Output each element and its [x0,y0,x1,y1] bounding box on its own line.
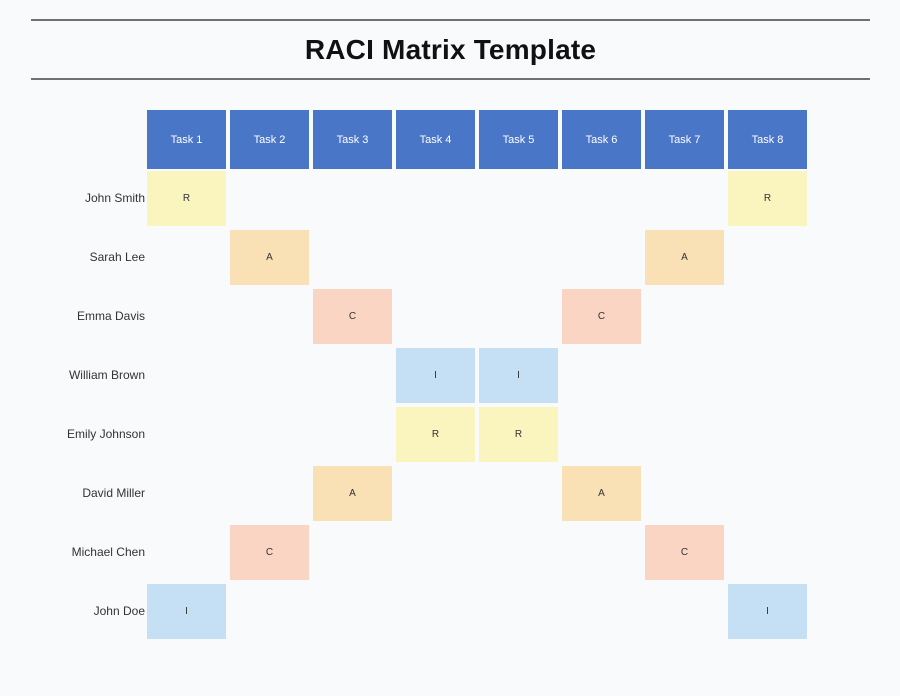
matrix-cell-r8-c7[interactable] [643,582,726,641]
row-label-2: Sarah Lee [89,250,145,264]
row-label-1: John Smith [84,191,145,205]
matrix-cell-r7-c4[interactable] [394,523,477,582]
matrix-cell-r6-c3[interactable]: A [311,464,394,523]
matrix-cell-r1-c8[interactable]: R [726,169,809,228]
column-header-task-7[interactable]: Task 7 [643,110,726,169]
matrix-cell-r3-c7[interactable] [643,287,726,346]
matrix-cell-r1-c6[interactable] [560,169,643,228]
matrix-cell-r3-c4[interactable] [394,287,477,346]
matrix-cell-r8-c2[interactable] [228,582,311,641]
matrix-cell-r2-c5[interactable] [477,228,560,287]
column-header-task-5[interactable]: Task 5 [477,110,560,169]
matrix-cell-r2-c6[interactable] [560,228,643,287]
row-label-7: Michael Chen [71,545,145,559]
matrix-cell-r4-c4[interactable]: I [394,346,477,405]
matrix-cell-r5-c4[interactable]: R [394,405,477,464]
matrix-cell-r2-c4[interactable] [394,228,477,287]
matrix-cell-r7-c5[interactable] [477,523,560,582]
row-label-4: William Brown [68,368,145,382]
page-title: RACI Matrix Template [304,34,597,65]
matrix-cell-r2-c8[interactable] [726,228,809,287]
matrix-cell-r7-c6[interactable] [560,523,643,582]
column-header-task-8[interactable]: Task 8 [726,110,809,169]
matrix-cell-r8-c5[interactable] [477,582,560,641]
matrix-cell-r5-c5[interactable]: R [477,405,560,464]
matrix-cell-r8-c8[interactable]: I [726,582,809,641]
matrix-cell-r2-c3[interactable] [311,228,394,287]
matrix-cell-r7-c3[interactable] [311,523,394,582]
matrix-cell-r7-c2[interactable]: C [228,523,311,582]
matrix-cell-r3-c3[interactable]: C [311,287,394,346]
matrix-cell-r6-c5[interactable] [477,464,560,523]
matrix-cell-r1-c3[interactable] [311,169,394,228]
matrix-cell-r2-c1[interactable] [145,228,228,287]
matrix-cell-r7-c8[interactable] [726,523,809,582]
column-header-task-6[interactable]: Task 6 [560,110,643,169]
matrix-cell-r6-c2[interactable] [228,464,311,523]
matrix-cell-r8-c4[interactable] [394,582,477,641]
row-label-5: Emily Johnson [66,427,145,441]
matrix-cell-r2-c7[interactable]: A [643,228,726,287]
matrix-cell-r1-c5[interactable] [477,169,560,228]
matrix-cell-r3-c1[interactable] [145,287,228,346]
matrix-cell-r4-c8[interactable] [726,346,809,405]
row-label-6: David Miller [82,486,145,500]
matrix-cell-r4-c7[interactable] [643,346,726,405]
matrix-cell-r8-c3[interactable] [311,582,394,641]
matrix-cell-r3-c8[interactable] [726,287,809,346]
matrix-cell-r6-c7[interactable] [643,464,726,523]
matrix-cell-r3-c2[interactable] [228,287,311,346]
matrix-cell-r6-c8[interactable] [726,464,809,523]
matrix-cell-r3-c5[interactable] [477,287,560,346]
matrix-cell-r7-c1[interactable] [145,523,228,582]
title-block: RACI Matrix Template [31,19,870,80]
matrix-cell-r7-c7[interactable]: C [643,523,726,582]
column-header-task-1[interactable]: Task 1 [145,110,228,169]
matrix-cell-r6-c4[interactable] [394,464,477,523]
matrix-cell-r4-c5[interactable]: I [477,346,560,405]
matrix-cell-r1-c1[interactable]: R [145,169,228,228]
matrix-cell-r1-c2[interactable] [228,169,311,228]
matrix-cell-r1-c4[interactable] [394,169,477,228]
matrix-cell-r4-c2[interactable] [228,346,311,405]
column-header-task-3[interactable]: Task 3 [311,110,394,169]
matrix-cell-r1-c7[interactable] [643,169,726,228]
matrix-cell-r5-c7[interactable] [643,405,726,464]
column-header-task-4[interactable]: Task 4 [394,110,477,169]
column-header-task-2[interactable]: Task 2 [228,110,311,169]
matrix-cell-r5-c1[interactable] [145,405,228,464]
matrix-cell-r6-c1[interactable] [145,464,228,523]
matrix-cell-r3-c6[interactable]: C [560,287,643,346]
matrix-cell-r4-c1[interactable] [145,346,228,405]
matrix-cell-r5-c3[interactable] [311,405,394,464]
title-rule-top [31,19,870,21]
title-rule-bottom [31,78,870,80]
row-label-3: Emma Davis [76,309,145,323]
matrix-cell-r8-c1[interactable]: I [145,582,228,641]
matrix-cell-r4-c3[interactable] [311,346,394,405]
matrix-cell-r8-c6[interactable] [560,582,643,641]
matrix-cell-r5-c2[interactable] [228,405,311,464]
matrix-cell-r4-c6[interactable] [560,346,643,405]
matrix-cell-r2-c2[interactable]: A [228,228,311,287]
matrix-cell-r6-c6[interactable]: A [560,464,643,523]
matrix-cell-r5-c8[interactable] [726,405,809,464]
matrix-cell-r5-c6[interactable] [560,405,643,464]
row-label-8: John Doe [93,604,145,618]
